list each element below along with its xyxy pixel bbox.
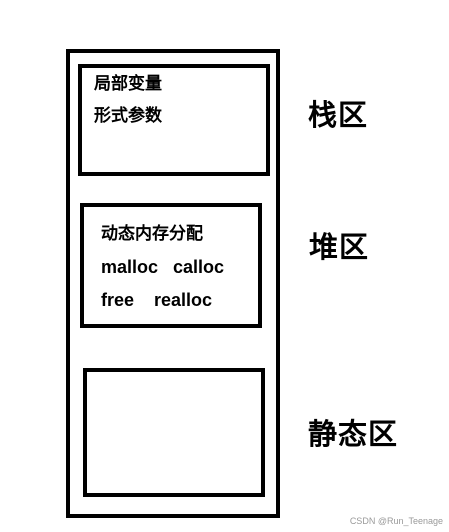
stack-item-formal-parameters: 形式参数: [94, 106, 162, 126]
stack-region-box: [78, 64, 270, 176]
stack-region-label: 栈区: [308, 98, 369, 132]
static-region-box: [83, 368, 265, 497]
heap-item-free-realloc: free realloc: [101, 290, 213, 310]
heap-item-malloc-calloc: malloc calloc: [101, 257, 225, 277]
memory-layout-outer-box: [66, 49, 280, 518]
heap-item-dynamic-allocation: 动态内存分配: [101, 224, 203, 244]
heap-region-box: [80, 203, 262, 328]
stack-item-local-variables: 局部变量: [94, 74, 162, 94]
watermark: CSDN @Run_Teenage: [349, 516, 443, 526]
static-region-label: 静态区: [308, 417, 399, 451]
heap-region-label: 堆区: [309, 230, 370, 264]
